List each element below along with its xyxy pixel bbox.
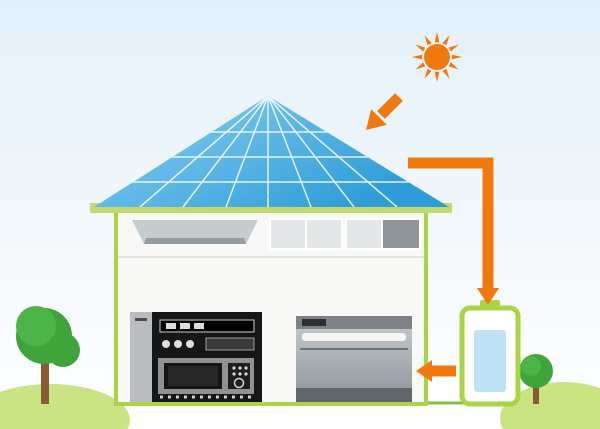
microwave-window-glass bbox=[168, 366, 218, 386]
range-hood bbox=[132, 220, 258, 244]
panel-grid-line bbox=[139, 96, 269, 207]
range-display-segment bbox=[180, 323, 190, 329]
bush-left bbox=[0, 384, 130, 429]
arrow-head bbox=[416, 360, 432, 382]
range-display-segment bbox=[166, 323, 176, 329]
dishwasher-handle-slot bbox=[302, 333, 406, 341]
panel-grid-line bbox=[267, 96, 312, 207]
arrow-sun-to-roof bbox=[366, 93, 403, 130]
tree-left-foliage-lobe bbox=[46, 333, 80, 367]
arrow-roof-to-battery bbox=[408, 157, 499, 305]
panel-grid-line bbox=[225, 96, 269, 207]
range-side-panel bbox=[130, 312, 152, 402]
kitchen-range bbox=[130, 312, 262, 402]
tree-left-trunk bbox=[41, 356, 49, 404]
tree-left bbox=[16, 306, 80, 404]
arrow-battery-to-house bbox=[416, 360, 456, 382]
panel-grid-line bbox=[267, 96, 355, 207]
bush-right bbox=[500, 382, 600, 429]
tree-left-highlight bbox=[16, 306, 56, 346]
microwave-dial bbox=[233, 377, 245, 389]
sun-icon bbox=[412, 32, 462, 82]
range-knob bbox=[162, 340, 170, 348]
range-knob bbox=[186, 340, 194, 348]
window-right-dark-pane bbox=[382, 220, 419, 248]
dishwasher bbox=[296, 316, 412, 402]
dishwasher-kick-plate bbox=[296, 388, 412, 402]
microwave-button bbox=[238, 366, 242, 370]
dishwasher-body bbox=[296, 316, 412, 402]
roof-panels bbox=[94, 96, 449, 207]
battery-cell-window bbox=[474, 330, 506, 392]
battery-storage bbox=[459, 300, 521, 407]
microwave-button bbox=[232, 366, 236, 370]
sun-core bbox=[424, 44, 450, 70]
window-left bbox=[269, 218, 343, 250]
roof-fascia bbox=[90, 203, 452, 213]
tree-right bbox=[519, 354, 553, 404]
arrow-shaft bbox=[377, 93, 403, 119]
microwave-button bbox=[244, 372, 248, 376]
range-side-handle bbox=[135, 318, 147, 321]
range-display-segment bbox=[194, 323, 204, 329]
tree-right-highlight bbox=[521, 356, 541, 376]
panel-grid-line bbox=[267, 96, 398, 207]
panel-grid-line bbox=[182, 96, 269, 207]
arrow-shaft bbox=[408, 157, 494, 290]
range-knob bbox=[174, 340, 182, 348]
tree-right-trunk bbox=[533, 384, 539, 404]
microwave-button bbox=[232, 372, 236, 376]
arrow-head bbox=[477, 288, 499, 305]
sun-rays bbox=[412, 32, 462, 82]
arrow-head bbox=[366, 109, 387, 130]
window-right bbox=[345, 218, 421, 250]
range-hood-shadow bbox=[144, 238, 246, 244]
microwave-button bbox=[238, 372, 242, 376]
microwave-button bbox=[244, 366, 248, 370]
range-control-readout bbox=[205, 337, 255, 351]
dishwasher-badge bbox=[302, 319, 326, 326]
